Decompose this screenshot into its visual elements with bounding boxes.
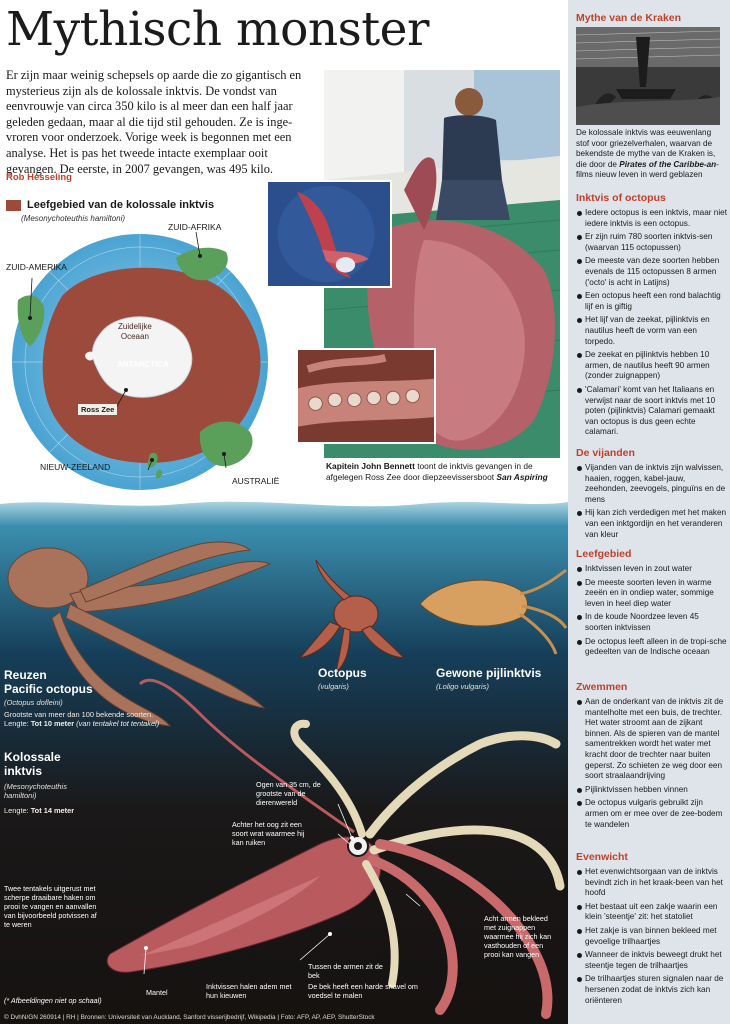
label-new-zealand: NIEUW-ZEELAND xyxy=(40,462,111,472)
list-octopus: Iedere octopus is een inktvis, maar niet… xyxy=(576,208,728,441)
section-heading-octopus: Inktvis of octopus xyxy=(576,192,666,204)
label-southern-ocean: Zuidelijke Oceaan xyxy=(118,322,152,341)
list-item: Het zakje is van binnen bekleed met gevo… xyxy=(576,926,728,947)
scale-note: (* Afbeeldingen niet op schaal) xyxy=(4,996,102,1005)
pacific-octopus-latin: (Octopus dofleini) xyxy=(4,698,63,707)
list-item: Wanneer de inktvis beweegt drukt het ste… xyxy=(576,950,728,971)
list-item: In de koude Noordzee leven 45 soorten in… xyxy=(576,612,728,633)
colossal-squid-length: Lengte: Tot 14 meter xyxy=(4,806,75,815)
map-legend: Leefgebied van de kolossale inktvis xyxy=(6,199,214,211)
callout-smell: Achter het oog zit een soort wrat waarme… xyxy=(232,820,305,847)
section-heading-habitat: Leefgebied xyxy=(576,548,632,560)
list-item: De zeekat en pijlinktvis hebben 10 armen… xyxy=(576,350,728,382)
antarctica-land xyxy=(92,316,193,398)
list-item: De meeste van deze soorten hebben evenal… xyxy=(576,256,728,288)
list-item: De trilhaartjes sturen signalen naar de … xyxy=(576,974,728,1006)
callout-mantle: Mantel xyxy=(146,988,168,997)
label-south-africa: ZUID-AFRIKA xyxy=(168,222,222,232)
label-south-america: ZUID-AMERIKA xyxy=(6,262,67,272)
callout-gills: Inktvissen halen adem met hun kieuwen xyxy=(206,982,292,1000)
legend-swatch xyxy=(6,199,21,211)
section-heading-balance: Evenwicht xyxy=(576,851,628,863)
colossal-squid-latin: (Mesonychoteuthis hamiltoni) xyxy=(4,782,67,800)
south-america-land xyxy=(17,295,45,346)
sea-illustration xyxy=(0,494,568,1024)
common-squid-drawing xyxy=(419,568,568,655)
myth-heading: Mythe van de Kraken xyxy=(576,12,682,24)
callout-beak: Tussen de armen zit de bek xyxy=(308,962,383,980)
list-item: Het bestaat uit een zakje waarin een kle… xyxy=(576,902,728,923)
callout-tentacles: Twee tentakels uitgerust met scherpe dra… xyxy=(4,884,97,929)
list-item: Iedere octopus is een inktvis, maar niet… xyxy=(576,208,728,229)
octopus-vulgaris-drawing xyxy=(298,559,406,674)
list-item: Er zijn ruim 780 soorten inktvis-sen (wa… xyxy=(576,232,728,253)
suckers-closeup-photo xyxy=(296,348,436,444)
sidebar-panel xyxy=(568,0,730,1024)
list-item: Hij kan zich verdedigen met het maken va… xyxy=(576,508,728,540)
photo-caption: Kapitein John Bennett toont de inktvis g… xyxy=(326,461,548,482)
pacific-octopus-desc: Grootste van meer dan 100 bekende soorte… xyxy=(4,710,160,729)
octopus-vulgaris-name: Octopus xyxy=(318,666,367,680)
list-item: Een octopus heeft een rond balachtig lij… xyxy=(576,291,728,312)
list-item: 'Calamari' komt van het Italiaans en ver… xyxy=(576,385,728,438)
kraken-engraving xyxy=(576,27,720,125)
list-item: De octopus leeft alleen in de tropi-sche… xyxy=(576,637,728,658)
list-balance: Het evenwichtsorgaan van de inktvis bevi… xyxy=(576,867,728,1009)
common-squid-latin: (Loligo vulgaris) xyxy=(436,682,489,691)
colossal-squid-drawing xyxy=(106,678,565,1019)
squid-underwater-photo xyxy=(266,180,392,288)
section-heading-enemies: De vijanden xyxy=(576,447,635,459)
list-enemies: Vijanden van de inktvis zijn walvissen, … xyxy=(576,463,728,543)
list-item: Het lijf van de zeekat, pijlinktvis en n… xyxy=(576,315,728,347)
list-item: De meeste soorten leven in warme zeeën e… xyxy=(576,578,728,610)
byline: Rob Hesseling xyxy=(6,172,72,183)
pacific-octopus-drawing xyxy=(7,541,272,727)
list-item: Het evenwichtsorgaan van de inktvis bevi… xyxy=(576,867,728,899)
colossal-squid-name: Kolossale inktvis xyxy=(4,750,61,778)
list-item: Vijanden van de inktvis zijn walvissen, … xyxy=(576,463,728,505)
section-heading-swimming: Zwemmen xyxy=(576,681,628,693)
credits-footer: © DvhN/GN 260914 | RH | Bronnen: Univers… xyxy=(4,1014,375,1021)
list-item: Aan de onderkant van de inktvis zit de m… xyxy=(576,697,728,782)
list-habitat: Inktvissen leven in zout water De meeste… xyxy=(576,564,728,661)
squid-catch-photo xyxy=(324,70,560,458)
label-ross-sea: Ross Zee xyxy=(78,404,118,415)
south-africa-land xyxy=(176,247,228,281)
list-item: De octopus vulgaris gebruikt zijn armen … xyxy=(576,798,728,830)
legend-title: Leefgebied van de kolossale inktvis xyxy=(27,199,215,211)
page-title: Mythisch monster xyxy=(6,2,429,57)
callout-arms: Acht armen bekleed met zuignappen waarme… xyxy=(484,914,552,959)
label-australia: AUSTRALIË xyxy=(232,476,280,486)
callout-eyes: Ogen van 35 cm, de grootste van de diere… xyxy=(256,780,321,807)
myth-text: De kolossale inktvis was eeuwenlang stof… xyxy=(576,128,719,180)
intro-paragraph: Er zijn maar weinig schepsels op aarde d… xyxy=(6,68,302,176)
pacific-octopus-name: Reuzen Pacific octopus xyxy=(4,668,93,696)
octopus-vulgaris-latin: (vulgaris) xyxy=(318,682,349,691)
callout-beak-detail: De bek heeft een harde snavel om voedsel… xyxy=(308,982,418,1000)
label-antarctica: ANTARCTICA xyxy=(117,360,169,369)
list-item: Pijlinktvissen hebben vinnen xyxy=(576,785,728,796)
australia-land xyxy=(199,421,253,467)
legend-subtitle: (Mesonychoteuthis hamiltoni) xyxy=(21,214,126,223)
list-swimming: Aan de onderkant van de inktvis zit de m… xyxy=(576,697,728,833)
common-squid-name: Gewone pijlinktvis xyxy=(436,666,542,680)
list-item: Inktvissen leven in zout water xyxy=(576,564,728,575)
